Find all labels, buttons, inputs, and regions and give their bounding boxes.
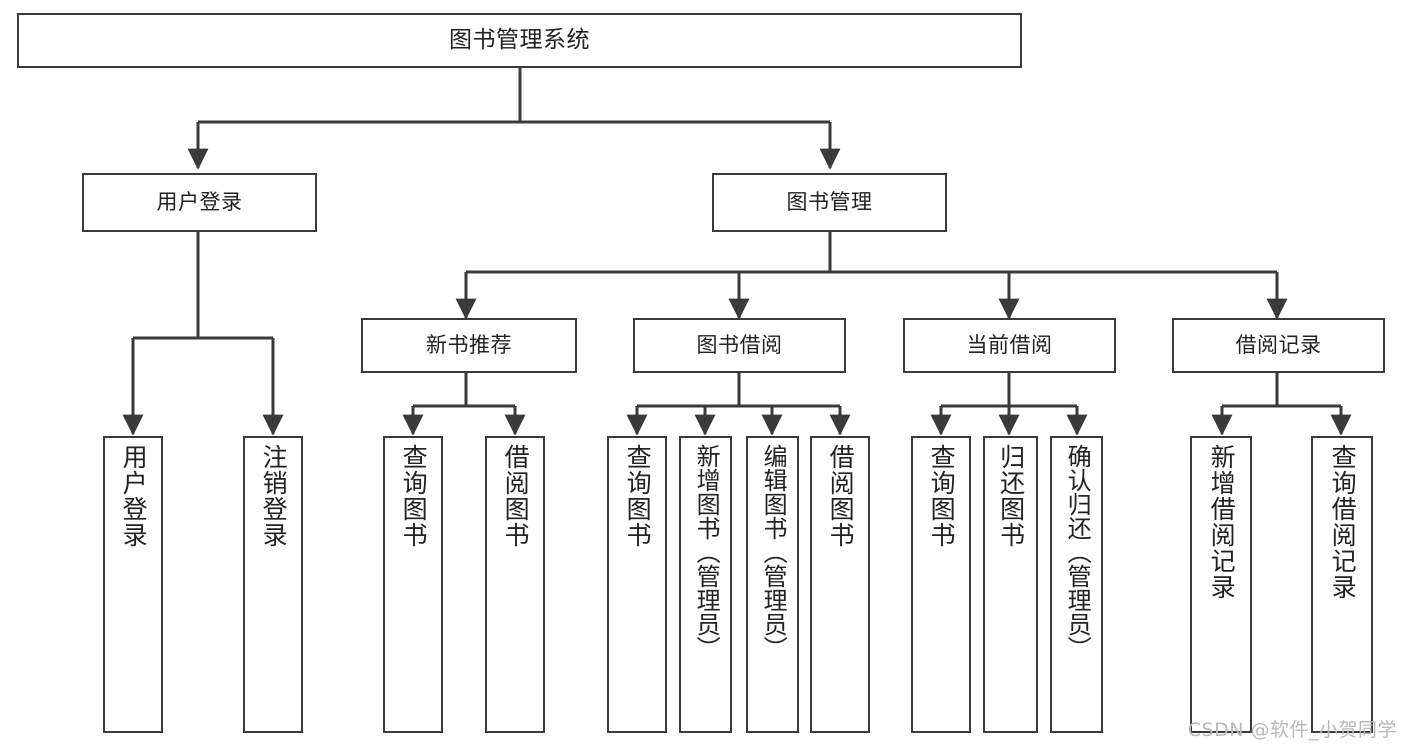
node-leaf-query-book-2[interactable]: 查询图书 [607,436,667,733]
node-leaf-edit-book[interactable]: 编辑图书（管理员） [746,436,799,733]
csdn-watermark: CSDN @软件_小贺同学 [1187,719,1397,741]
node-leaf-user-login[interactable]: 用户登录 [103,436,163,733]
node-label: 查询图书 [623,444,653,548]
node-leaf-query-book-3[interactable]: 查询图书 [911,436,971,733]
node-leaf-borrow-book-2[interactable]: 借阅图书 [810,436,870,733]
node-leaf-add-record[interactable]: 新增借阅记录 [1190,436,1252,733]
node-root-system[interactable]: 图书管理系统 [17,13,1022,68]
node-label: 图书借阅 [696,333,783,358]
node-label: 借阅记录 [1235,333,1322,358]
node-leaf-add-book[interactable]: 新增图书（管理员） [679,436,732,733]
node-label: 借阅图书 [501,444,531,548]
node-leaf-logout[interactable]: 注销登录 [243,436,303,733]
node-label: 查询图书 [399,444,429,548]
node-book-manage[interactable]: 图书管理 [712,173,947,232]
node-label: 查询借阅记录 [1328,444,1358,600]
node-label: 查询图书 [927,444,957,548]
node-label: 用户登录 [119,444,149,548]
node-label: 新增图书（管理员） [692,444,721,660]
node-label: 确认归还（管理员） [1063,444,1092,660]
node-borrow-record[interactable]: 借阅记录 [1172,318,1385,373]
node-leaf-query-book-1[interactable]: 查询图书 [383,436,443,733]
node-label: 新书推荐 [426,333,512,358]
node-user-login[interactable]: 用户登录 [82,173,317,232]
node-leaf-query-record[interactable]: 查询借阅记录 [1311,436,1373,733]
node-label: 注销登录 [259,444,289,548]
node-label: 归还图书 [996,444,1026,548]
node-current-borrow[interactable]: 当前借阅 [903,318,1116,373]
node-label: 编辑图书（管理员） [759,444,788,660]
node-leaf-confirm-return[interactable]: 确认归还（管理员） [1050,436,1103,733]
node-new-book-rec[interactable]: 新书推荐 [361,318,577,373]
node-label: 借阅图书 [826,444,856,548]
node-label: 图书管理 [786,190,873,215]
node-book-borrow[interactable]: 图书借阅 [633,318,846,373]
node-label: 图书管理系统 [449,27,590,54]
node-label: 当前借阅 [966,333,1053,358]
node-leaf-return-book[interactable]: 归还图书 [983,436,1038,733]
node-leaf-borrow-book-1[interactable]: 借阅图书 [485,436,545,733]
node-label: 新增借阅记录 [1207,444,1237,600]
node-label: 用户登录 [156,190,243,215]
